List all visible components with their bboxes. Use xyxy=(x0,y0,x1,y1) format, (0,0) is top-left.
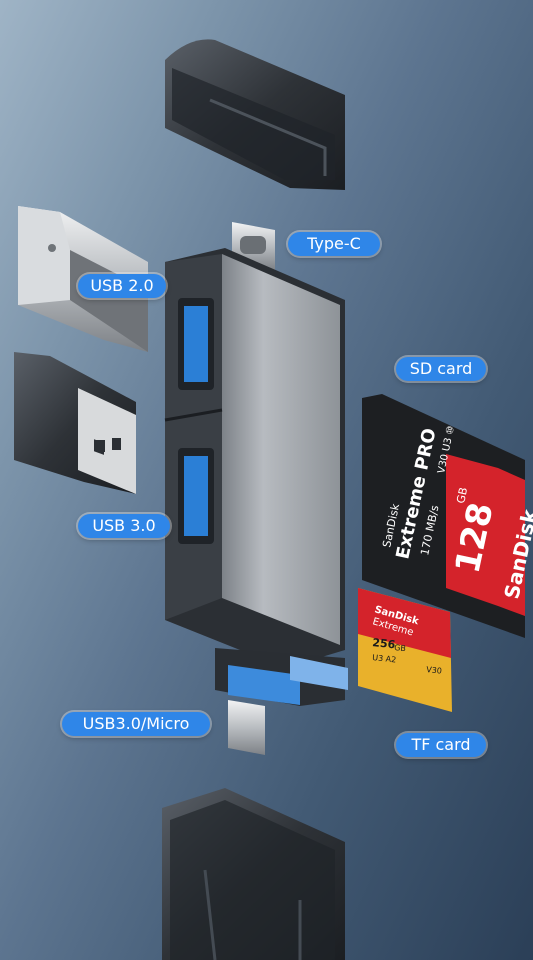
label-usb3: USB 3.0 xyxy=(78,514,170,538)
hub-body xyxy=(164,248,348,755)
label-usb3-micro: USB3.0/Micro xyxy=(62,712,210,736)
label-sd-card: SD card xyxy=(396,357,486,381)
tf-card-unit: GB xyxy=(394,643,407,653)
usb3-plug xyxy=(14,352,136,494)
sd-card-unit: GB xyxy=(454,486,470,504)
top-cap xyxy=(165,39,345,190)
tf-card-capacity: 256 xyxy=(372,636,397,651)
label-usb2: USB 2.0 xyxy=(78,274,166,298)
tf-card-v: V30 xyxy=(426,665,443,676)
sd-card xyxy=(362,394,525,638)
label-type-c: Type-C xyxy=(288,232,380,256)
bottom-cap xyxy=(162,788,345,960)
tf-card xyxy=(358,588,452,712)
tf-card-marks: U3 A2 xyxy=(372,653,397,664)
label-tf-card: TF card xyxy=(396,733,486,757)
